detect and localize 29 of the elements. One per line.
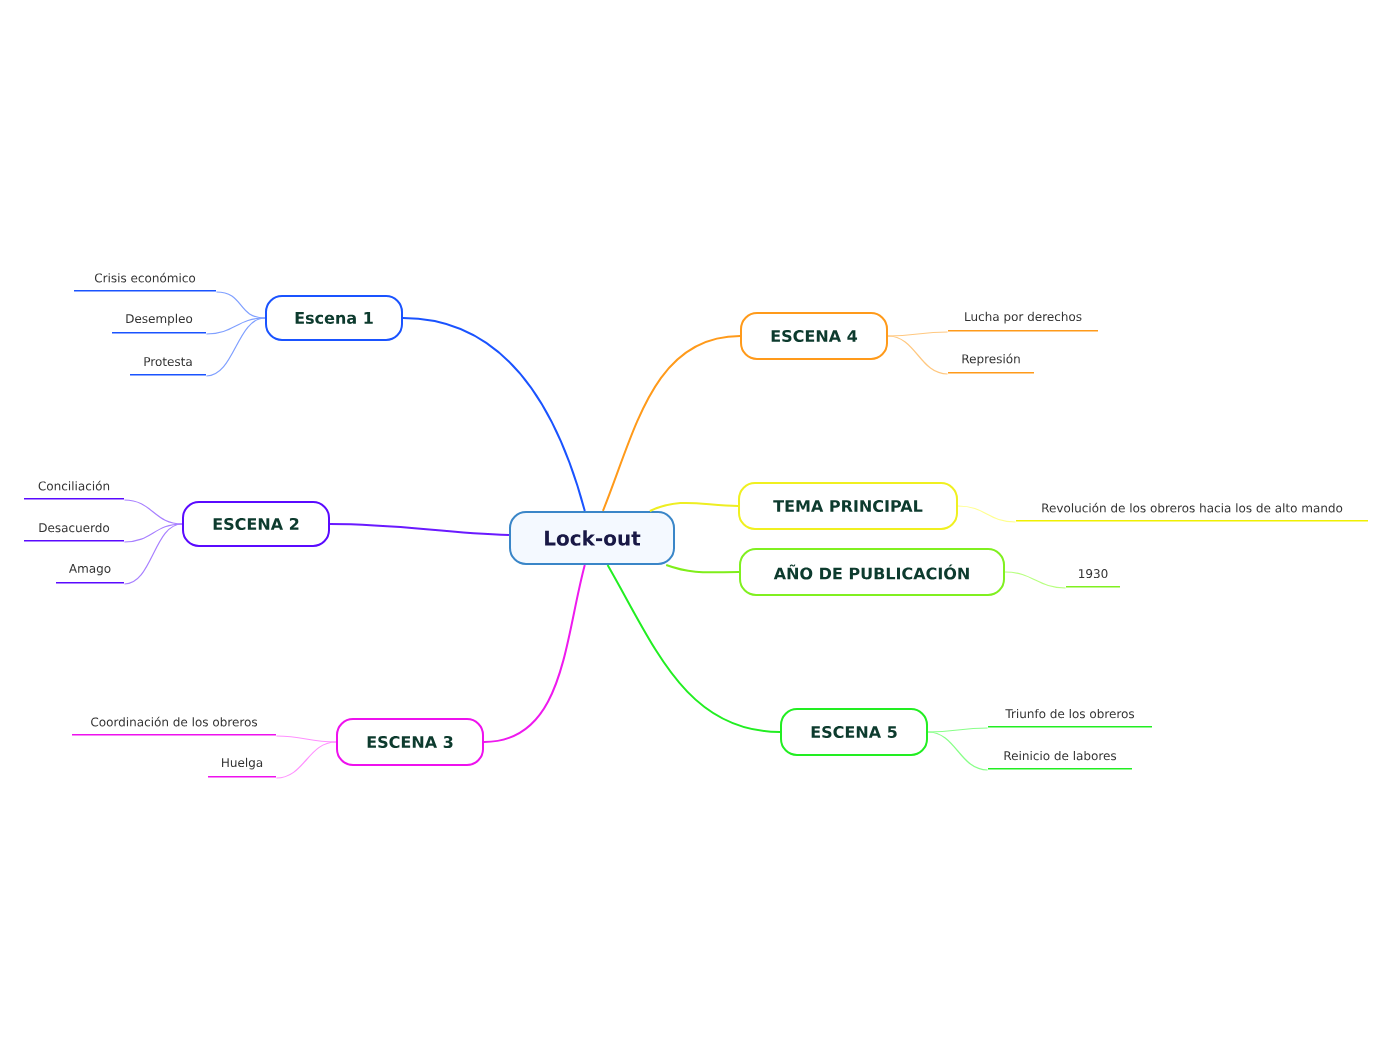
branch-line [329, 523, 510, 537]
topic-box: ESCENA 5 [780, 708, 928, 756]
branch-line [665, 564, 740, 574]
branch-line [606, 564, 781, 733]
topic-box: Escena 1 [265, 295, 403, 341]
branch-line [215, 291, 266, 319]
topic-box: ESCENA 4 [740, 312, 888, 360]
branch-line [123, 523, 183, 543]
branch-line [483, 564, 586, 743]
branch-line [887, 335, 949, 375]
branch-line [957, 505, 1017, 523]
branch-line [1004, 571, 1067, 589]
branch-line [275, 741, 337, 779]
topic-box: ESCENA 2 [182, 501, 330, 547]
branch-line [601, 335, 741, 512]
branch-line [205, 317, 266, 335]
branch-line [205, 317, 266, 377]
topic-box: AÑO DE PUBLICACIÓN [739, 548, 1005, 596]
branch-line [123, 523, 183, 585]
branch-line [927, 731, 989, 771]
branch-line [887, 331, 949, 337]
topic-box: ESCENA 3 [336, 718, 484, 766]
topic-box: TEMA PRINCIPAL [738, 482, 958, 530]
branch-line [927, 727, 989, 733]
branch-line [275, 735, 337, 743]
central-topic-box: Lock-out [509, 511, 675, 565]
branch-line [648, 501, 739, 512]
branch-line [402, 317, 586, 512]
branch-line [123, 499, 183, 525]
